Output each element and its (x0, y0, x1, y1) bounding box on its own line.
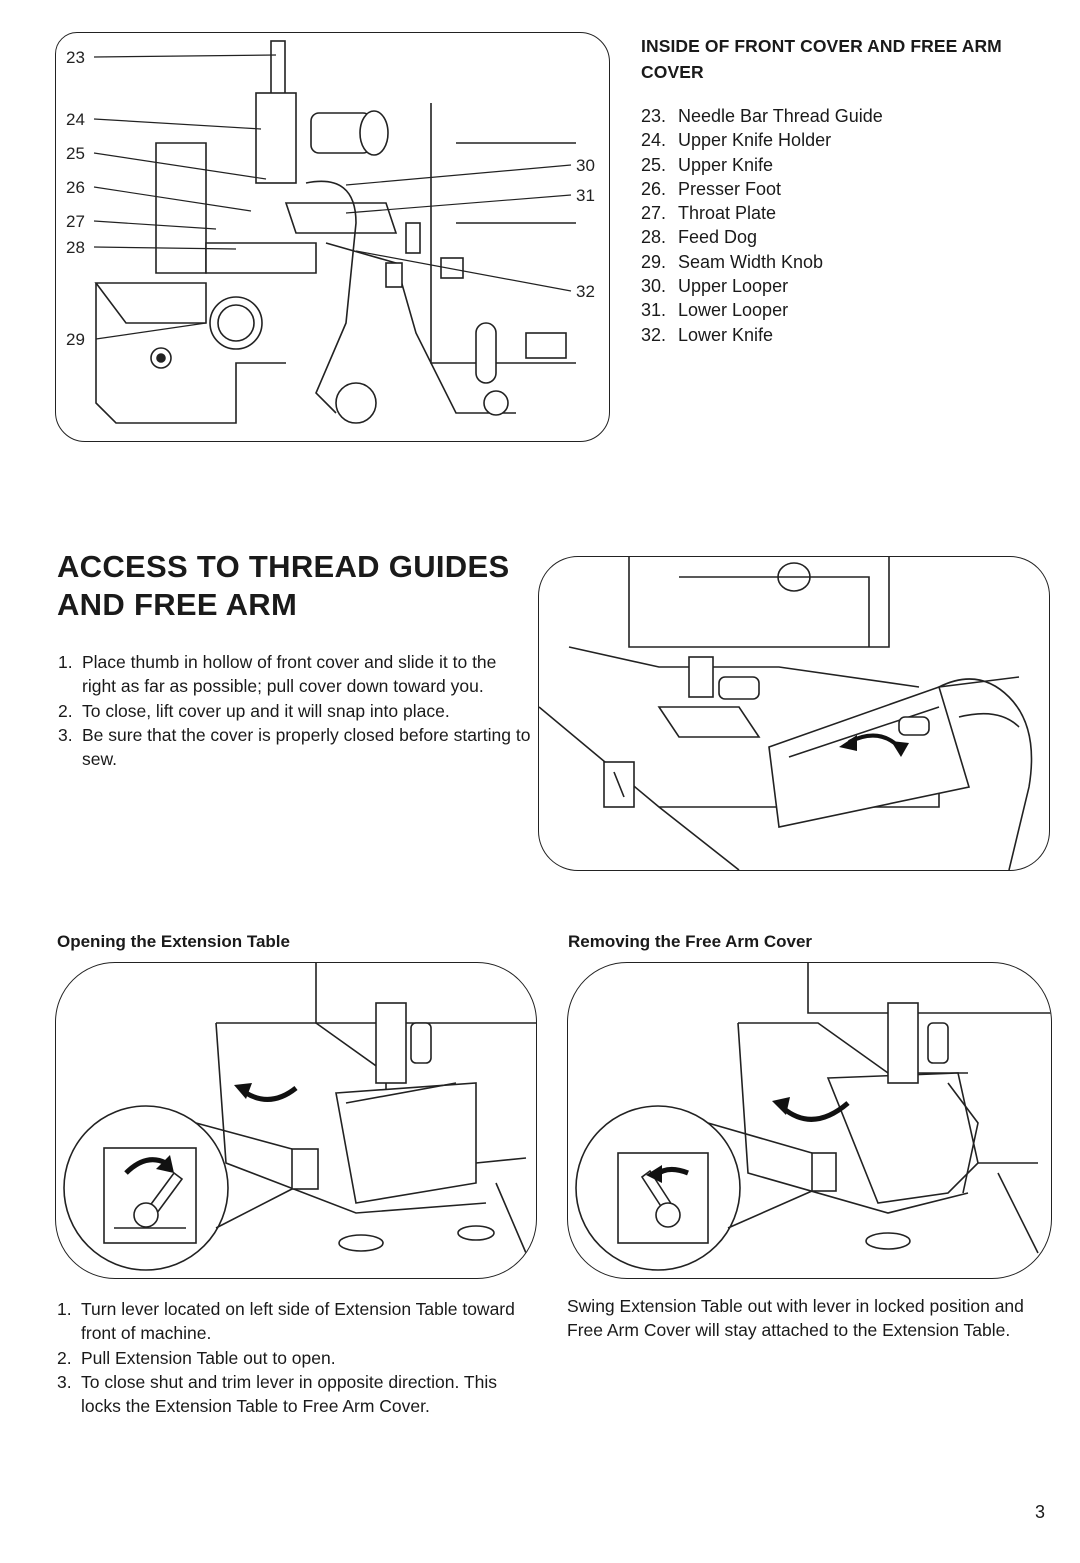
arrow-icon (839, 733, 909, 757)
callout-30: 30 (576, 156, 595, 175)
extension-table-illustration (55, 962, 537, 1279)
callout-29: 29 (66, 330, 85, 349)
front-cover-illustration (538, 556, 1050, 871)
list-item: 3.To close shut and trim lever in opposi… (57, 1371, 497, 1417)
parts-diagram: 23 24 25 26 27 28 29 30 31 32 (55, 32, 610, 442)
list-item: 31.Lower Looper (641, 300, 789, 321)
page-title: ACCESS TO THREAD GUIDES AND FREE ARM (57, 549, 510, 622)
list-item: 27.Throat Plate (641, 203, 777, 224)
page-number: 3 (1035, 1502, 1046, 1522)
list-item: 1.Place thumb in hollow of front cover a… (58, 652, 497, 697)
callout-24: 24 (66, 110, 85, 129)
list-item: 2.Pull Extension Table out to open. (57, 1347, 336, 1368)
callout-27: 27 (66, 212, 85, 231)
list-item: 25.Upper Knife (641, 154, 774, 175)
list-item: 24.Upper Knife Holder (641, 130, 832, 151)
list-item: 23.Needle Bar Thread Guide (641, 106, 883, 126)
access-steps: 1.Place thumb in hollow of front cover a… (58, 650, 533, 771)
arrow-icon (646, 1097, 850, 1183)
list-item: 1.Turn lever located on left side of Ext… (57, 1299, 515, 1344)
callout-31: 31 (576, 186, 595, 205)
list-item: 32.Lower Knife (641, 324, 774, 345)
callout-32: 32 (576, 282, 595, 301)
list-item: 30.Upper Looper (641, 276, 789, 297)
lever-icon (133, 1171, 184, 1228)
machine-parts-illustration: 23 24 25 26 27 28 29 30 31 32 (66, 40, 595, 424)
parts-list: 23.Needle Bar Thread Guide 24.Upper Knif… (641, 104, 883, 347)
callout-25: 25 (66, 144, 85, 163)
callout-26: 26 (66, 178, 85, 197)
free-arm-cover-illustration (567, 962, 1052, 1279)
extension-table-steps: 1.Turn lever located on left side of Ext… (57, 1297, 537, 1418)
extension-table-heading: Opening the Extension Table (57, 932, 290, 951)
callout-23: 23 (66, 48, 85, 67)
list-item: 3.Be sure that the cover is properly clo… (58, 724, 531, 770)
free-arm-cover-description: Swing Extension Table out with lever in … (567, 1296, 1024, 1341)
parts-heading: INSIDE OF FRONT COVER AND FREE ARM COVER (641, 36, 1002, 82)
list-item: 29.Seam Width Knob (641, 251, 824, 272)
arrow-icon (124, 1083, 298, 1175)
free-arm-cover-heading: Removing the Free Arm Cover (568, 932, 813, 951)
list-item: 2.To close, lift cover up and it will sn… (58, 700, 450, 721)
callout-28: 28 (66, 238, 85, 257)
list-item: 28.Feed Dog (641, 227, 758, 248)
lever-icon (640, 1169, 681, 1228)
list-item: 26.Presser Foot (641, 178, 782, 199)
